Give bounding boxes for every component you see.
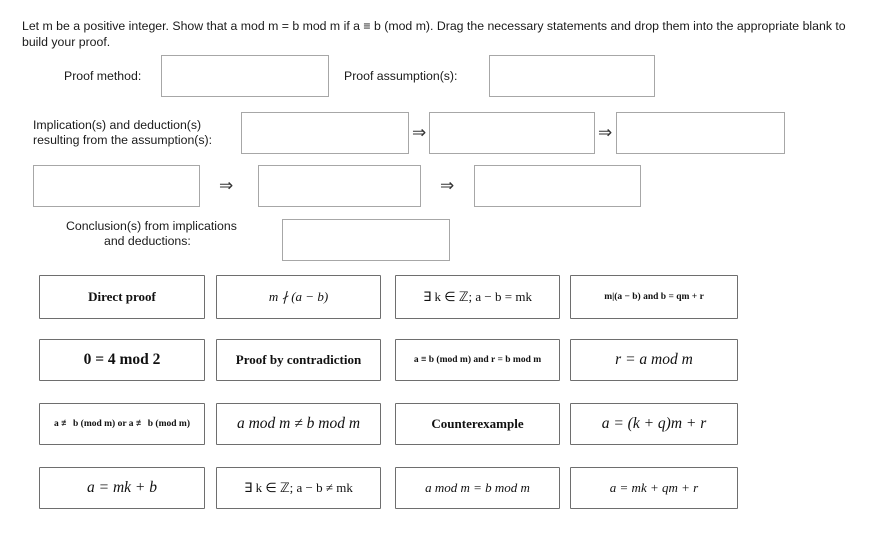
question-prompt: Let m be a positive integer. Show that a… bbox=[22, 18, 862, 50]
tile-label: m|(a − b) and b = qm + r bbox=[604, 291, 704, 302]
tile-label: a = (k + q)m + r bbox=[601, 415, 707, 433]
tile-label: Counterexample bbox=[431, 415, 524, 431]
tile-label: a ≢ b (mod m) or a ≢ b (mod m) bbox=[54, 418, 190, 429]
label-conclusions-line-2: and deductions: bbox=[104, 234, 191, 248]
conclusion-blank[interactable] bbox=[282, 219, 450, 261]
label-implications-line-1: Implication(s) and deduction(s) bbox=[33, 118, 202, 132]
tile-direct-proof[interactable]: Direct proof bbox=[39, 275, 205, 319]
tile-proof-by-contradiction[interactable]: Proof by contradiction bbox=[216, 339, 381, 381]
implication-arrow-2: ⇒ bbox=[598, 123, 613, 142]
prompt-line-1: Let m be a positive integer. Show that a… bbox=[22, 19, 832, 33]
tile-a-eq-k-plus-q-m-plus-r[interactable]: a = (k + q)m + r bbox=[570, 403, 738, 445]
tile-label: Direct proof bbox=[88, 288, 156, 304]
tile-label: a = mk + b bbox=[87, 479, 157, 497]
implication-arrow-4: ⇒ bbox=[440, 176, 455, 195]
tile-a-equiv-b-and-r-eq-b[interactable]: a ≡ b (mod m) and r = b mod m bbox=[395, 339, 560, 381]
tile-label: ∃ k ∈ ℤ; a − b ≠ mk bbox=[244, 479, 353, 495]
implication-arrow-1: ⇒ bbox=[412, 123, 427, 142]
tile-exists-k-a-minus-b-neq[interactable]: ∃ k ∈ ℤ; a − b ≠ mk bbox=[216, 467, 381, 509]
implication-blank-5[interactable] bbox=[258, 165, 421, 207]
implication-blank-6[interactable] bbox=[474, 165, 641, 207]
tile-label: m ∤ (a − b) bbox=[268, 288, 329, 304]
implication-arrow-3: ⇒ bbox=[219, 176, 234, 195]
implication-blank-3[interactable] bbox=[616, 112, 785, 154]
tile-a-mod-m-eq-b-mod-m[interactable]: a mod m = b mod m bbox=[395, 467, 560, 509]
tile-label: r = a mod m bbox=[615, 351, 693, 369]
label-implications-line-2: resulting from the assumption(s): bbox=[33, 133, 213, 147]
implication-blank-2[interactable] bbox=[429, 112, 595, 154]
label-proof-assumptions: Proof assumption(s): bbox=[344, 69, 458, 83]
tile-label: a mod m = b mod m bbox=[425, 479, 530, 495]
implication-blank-1[interactable] bbox=[241, 112, 409, 154]
implication-blank-4[interactable] bbox=[33, 165, 200, 207]
proof-method-blank[interactable] bbox=[161, 55, 329, 97]
tile-m-not-divides-a-minus-b[interactable]: m ∤ (a − b) bbox=[216, 275, 381, 319]
tile-a-mod-m-neq-b-mod-m[interactable]: a mod m ≠ b mod m bbox=[216, 403, 381, 445]
tile-exists-k-a-minus-b-eq-mk[interactable]: ∃ k ∈ ℤ; a − b = mk bbox=[395, 275, 560, 319]
label-conclusions-line-1: Conclusion(s) from implications bbox=[66, 219, 237, 233]
tile-a-notequiv-b-or[interactable]: a ≢ b (mod m) or a ≢ b (mod m) bbox=[39, 403, 205, 445]
tile-label: a mod m ≠ b mod m bbox=[236, 415, 361, 433]
tile-a-eq-mk-plus-b[interactable]: a = mk + b bbox=[39, 467, 205, 509]
tile-a-eq-mk-plus-qm-plus-r[interactable]: a = mk + qm + r bbox=[570, 467, 738, 509]
prompt-line-2: to build your proof. bbox=[22, 19, 846, 49]
tile-r-eq-a-mod-m[interactable]: r = a mod m bbox=[570, 339, 738, 381]
tile-label: a = mk + qm + r bbox=[609, 479, 699, 495]
proof-assumption-blank[interactable] bbox=[489, 55, 655, 97]
tile-label: Proof by contradiction bbox=[235, 351, 362, 367]
tile-label: a ≡ b (mod m) and r = b mod m bbox=[413, 354, 542, 365]
tile-label: ∃ k ∈ ℤ; a − b = mk bbox=[423, 288, 532, 304]
tile-label: 0 = 4 mod 2 bbox=[83, 351, 161, 369]
label-proof-method: Proof method: bbox=[64, 69, 142, 83]
tile-counterexample[interactable]: Counterexample bbox=[395, 403, 560, 445]
tile-m-divides-and-b-eq-qm-r[interactable]: m|(a − b) and b = qm + r bbox=[570, 275, 738, 319]
tile-zero-eq-4-mod-2[interactable]: 0 = 4 mod 2 bbox=[39, 339, 205, 381]
